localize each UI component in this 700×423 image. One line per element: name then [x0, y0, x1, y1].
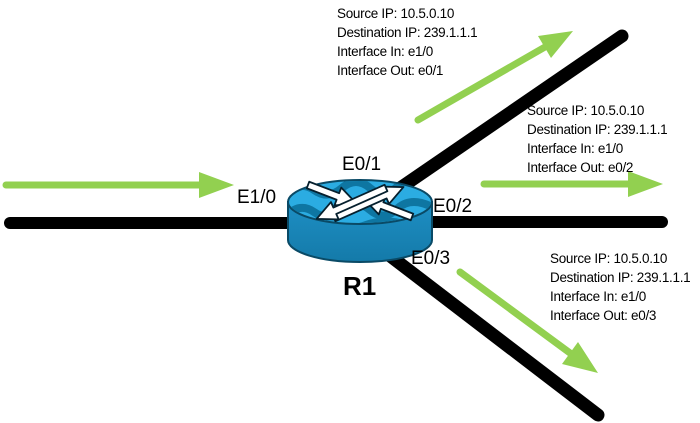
flow-arrow-out-e0-2-head [628, 171, 663, 197]
interface-label-e0-1: E0/1 [342, 154, 382, 175]
packet-info-interface-out: Interface Out: e0/3 [550, 308, 657, 323]
packet-info-e0-1: Source IP: 10.5.0.10 Destination IP: 239… [337, 4, 478, 80]
flow-arrow-out-e0-3 [456, 268, 598, 373]
flow-arrow-in-e1-0 [2, 172, 234, 198]
flow-arrow-out-e0-1-shaft [414, 43, 549, 124]
routing-arrows-icon [305, 180, 415, 223]
packet-info-interface-in: Interface In: e1/0 [527, 141, 623, 156]
flow-arrow-out-e0-1 [414, 31, 573, 124]
packet-info-source-ip: Source IP: 10.5.0.10 [550, 251, 668, 266]
packet-info-interface-out: Interface Out: e0/2 [527, 160, 634, 175]
packet-info-source-ip: Source IP: 10.5.0.10 [527, 103, 645, 118]
packet-info-destination-ip: Destination IP: 239.1.1.1 [527, 122, 668, 137]
router-icon [287, 179, 433, 263]
interface-label-e0-2: E0/2 [433, 196, 473, 217]
interface-label-e1-0: E1/0 [237, 187, 277, 208]
packet-info-interface-out: Interface Out: e0/1 [337, 63, 444, 78]
link-line-e0-1 [383, 29, 629, 202]
router-name-label: R1 [343, 271, 377, 301]
packet-info-e0-2: Source IP: 10.5.0.10 Destination IP: 239… [527, 101, 668, 177]
flow-arrow-out-e0-1-head [538, 31, 573, 58]
packet-info-interface-in: Interface In: e1/0 [337, 44, 433, 59]
packet-info-interface-in: Interface In: e1/0 [550, 289, 646, 304]
flow-arrow-out-e0-2 [480, 171, 663, 197]
packet-info-destination-ip: Destination IP: 239.1.1.1 [337, 25, 478, 40]
flow-arrow-in-e1-0-head [199, 172, 234, 198]
packet-info-destination-ip: Destination IP: 239.1.1.1 [550, 270, 691, 285]
packet-info-source-ip: Source IP: 10.5.0.10 [337, 6, 455, 21]
flow-arrow-out-e0-3-head [562, 342, 598, 373]
flow-arrow-out-e0-3-shaft [456, 268, 574, 357]
interface-label-e0-3: E0/3 [411, 248, 451, 269]
packet-info-e0-3: Source IP: 10.5.0.10 Destination IP: 239… [550, 249, 691, 325]
routing-arrow-out-downleft [315, 183, 389, 221]
link-line-e0-3 [378, 245, 605, 422]
